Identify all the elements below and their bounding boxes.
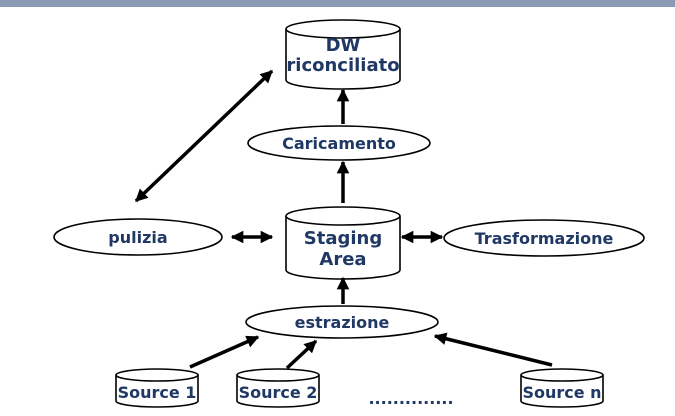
source-n-label: Source n	[522, 383, 601, 402]
arrow-source1-estrazione	[189, 335, 260, 369]
dw-label-line1: DW	[326, 35, 361, 56]
arrow-sourcen-estrazione	[433, 332, 553, 367]
more-sources-ellipsis: ..............	[368, 389, 453, 408]
dw-label-line2: riconciliato	[286, 55, 399, 76]
source-2-label: Source 2	[239, 383, 318, 402]
arrow-pulizia-dw	[134, 69, 274, 203]
trasformazione-process: Trasformazione	[443, 219, 645, 257]
pulizia-label: pulizia	[108, 228, 167, 247]
staging-label-line1: Staging	[304, 228, 382, 249]
staging-area-store: Staging Area	[285, 206, 401, 280]
estrazione-label: estrazione	[295, 313, 390, 332]
source-n-store: Source n	[520, 368, 604, 408]
caricamento-label: Caricamento	[282, 134, 396, 153]
pulizia-process: pulizia	[53, 218, 223, 256]
source-2-store: Source 2	[236, 368, 320, 408]
arrow-source2-estrazione	[285, 339, 318, 370]
source-1-store: Source 1	[115, 368, 199, 408]
staging-label-line2: Area	[319, 249, 366, 270]
dw-riconciliato-store: DW riconciliato	[285, 19, 401, 90]
source-1-label: Source 1	[118, 383, 197, 402]
estrazione-process: estrazione	[245, 305, 439, 339]
trasformazione-label: Trasformazione	[475, 229, 614, 248]
caricamento-process: Caricamento	[247, 125, 431, 161]
top-bar	[0, 0, 675, 7]
